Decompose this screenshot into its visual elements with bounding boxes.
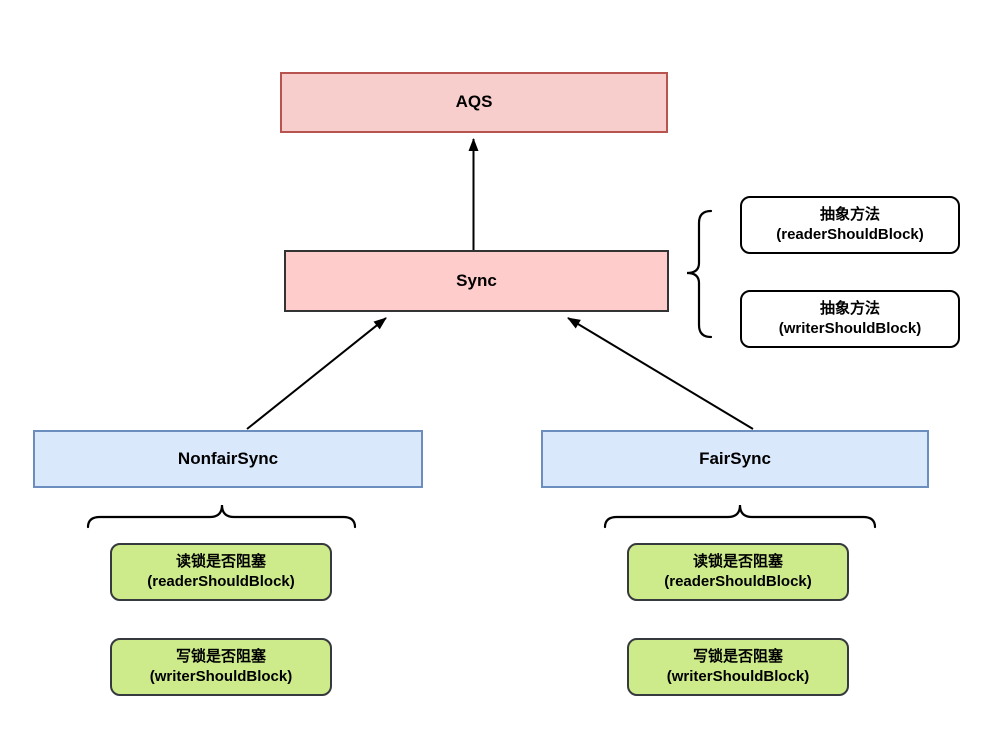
nonfairsync-reader-method-node: 读锁是否阻塞 (readerShouldBlock) <box>110 543 332 601</box>
fairsync-node: FairSync <box>541 430 929 488</box>
nonfairsync-reader-method: (readerShouldBlock) <box>147 573 295 590</box>
brace-sync-abstract-methods <box>686 209 713 339</box>
fairsync-writer-method: (writerShouldBlock) <box>666 668 810 685</box>
abstract-reader-method: (readerShouldBlock) <box>776 226 924 243</box>
fairsync-reader-method: (readerShouldBlock) <box>664 573 812 590</box>
abstract-reader-title: 抽象方法 <box>819 206 880 224</box>
aqs-label: AQS <box>455 92 493 112</box>
brace-fairsync-methods <box>603 504 877 529</box>
nonfairsync-writer-method-node: 写锁是否阻塞 (writerShouldBlock) <box>110 638 332 696</box>
nonfairsync-writer-title: 写锁是否阻塞 <box>175 648 266 666</box>
fairsync-reader-method-node: 读锁是否阻塞 (readerShouldBlock) <box>627 543 849 601</box>
nonfairsync-label: NonfairSync <box>177 448 279 468</box>
arrow-fairsync-to-sync <box>567 317 754 430</box>
fairsync-label: FairSync <box>699 448 771 468</box>
sync-node: Sync <box>284 250 669 312</box>
sync-abstract-writer-node: 抽象方法 (writerShouldBlock) <box>740 290 960 348</box>
aqs-node: AQS <box>280 72 668 133</box>
sync-label: Sync <box>456 270 497 290</box>
nonfairsync-reader-title: 读锁是否阻塞 <box>175 553 266 571</box>
nonfairsync-node: NonfairSync <box>33 430 423 488</box>
brace-nonfairsync-methods <box>86 504 357 529</box>
arrow-nonfairsync-to-sync <box>246 317 387 430</box>
fairsync-writer-method-node: 写锁是否阻塞 (writerShouldBlock) <box>627 638 849 696</box>
abstract-writer-method: (writerShouldBlock) <box>778 320 922 337</box>
fairsync-reader-title: 读锁是否阻塞 <box>692 553 783 571</box>
nonfairsync-writer-method: (writerShouldBlock) <box>149 668 293 685</box>
sync-abstract-reader-node: 抽象方法 (readerShouldBlock) <box>740 196 960 254</box>
abstract-writer-title: 抽象方法 <box>819 300 880 318</box>
fairsync-writer-title: 写锁是否阻塞 <box>692 648 783 666</box>
